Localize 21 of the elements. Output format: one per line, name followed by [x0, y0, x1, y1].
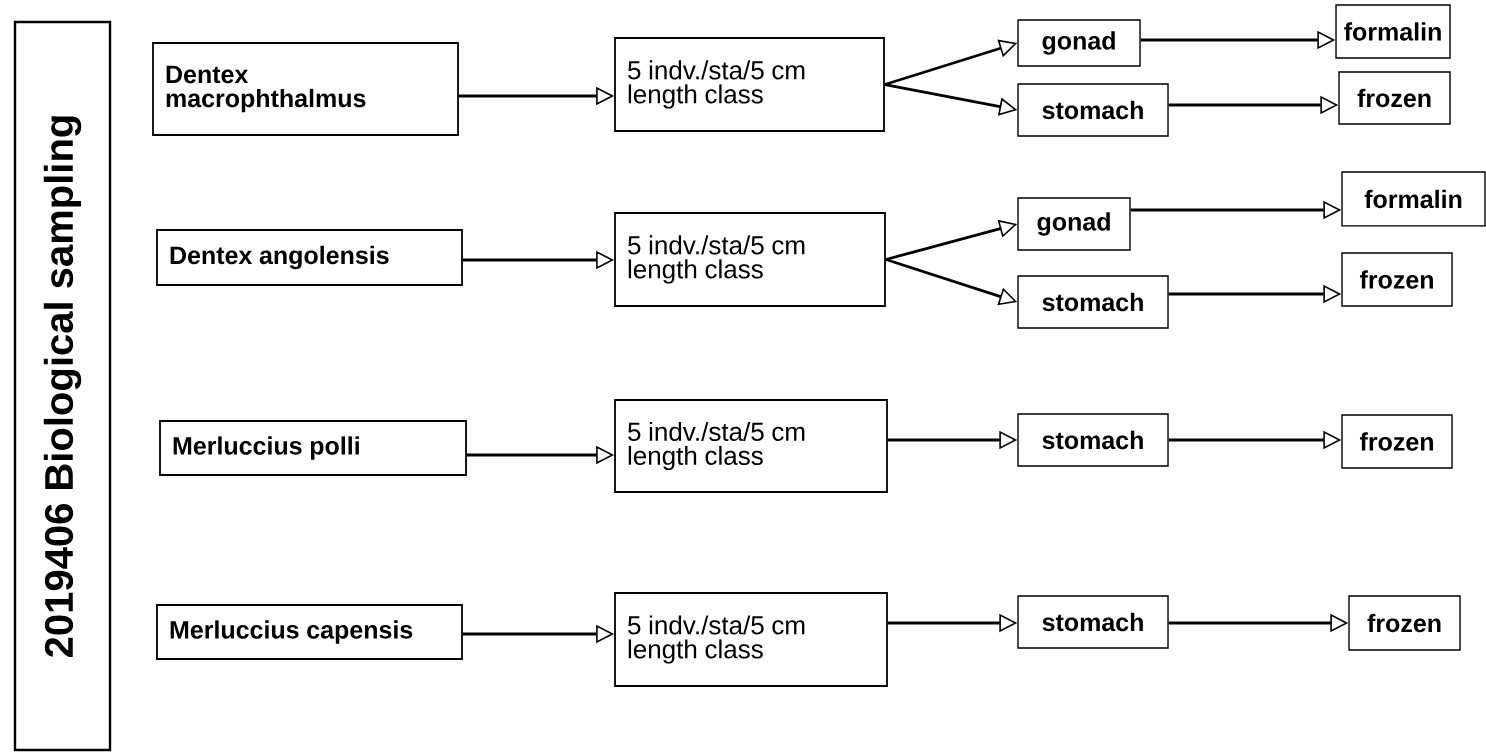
- sample-box: frozen: [1348, 595, 1461, 651]
- sample-box: frozen: [1341, 414, 1453, 469]
- sampling-box: 5 indv./sta/5 cm length class: [614, 37, 885, 132]
- title-box: 2019406 Biological sampling: [13, 20, 112, 752]
- sample-box: gonad: [1017, 197, 1131, 251]
- sample-box: frozen: [1341, 252, 1453, 307]
- species-box: Merluccius capensis: [156, 604, 463, 660]
- sample-box: stomach: [1017, 595, 1169, 649]
- species-box: Dentex angolensis: [156, 229, 463, 286]
- sample-box: stomach: [1017, 413, 1169, 467]
- sampling-box: 5 indv./sta/5 cm length class: [614, 212, 886, 307]
- species-box: Dentex macrophthalmus: [152, 42, 459, 136]
- species-box: Merluccius polli: [159, 420, 467, 476]
- sample-box: formalin: [1335, 4, 1451, 59]
- sample-box: formalin: [1341, 171, 1486, 227]
- sample-box: frozen: [1338, 71, 1451, 125]
- sampling-box: 5 indv./sta/5 cm length class: [614, 592, 888, 687]
- sampling-box: 5 indv./sta/5 cm length class: [614, 399, 888, 493]
- sample-box: stomach: [1017, 83, 1169, 137]
- sample-box: stomach: [1017, 275, 1169, 329]
- sample-box: gonad: [1017, 19, 1141, 67]
